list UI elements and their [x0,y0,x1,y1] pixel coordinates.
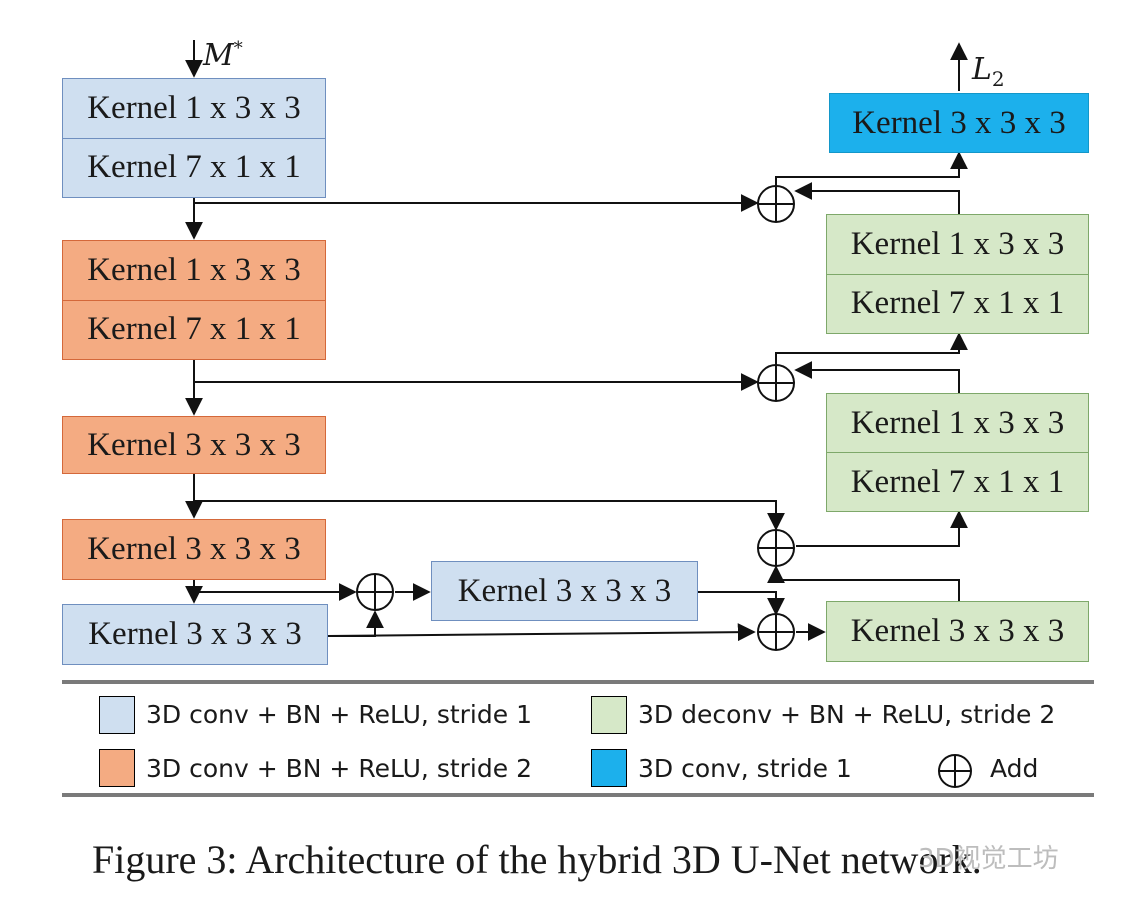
decoder-block-3: Kernel 1 x 3 x 3 Kernel 7 x 1 x 1 [826,393,1089,512]
block-label: Kernel 7 x 1 x 1 [827,452,1088,511]
legend-label-conv-s2: 3D conv + BN + ReLU, stride 2 [146,754,532,783]
dec1-to-add3 [767,565,960,601]
block-label: Kernel 3 x 3 x 3 [852,104,1066,141]
add3-to-dec3 [796,510,968,547]
add-node-4 [757,613,795,651]
block-label: Kernel 3 x 3 x 3 [457,572,672,609]
legend-label-add: Add [990,754,1039,783]
block-label: Kernel 7 x 1 x 1 [63,137,325,198]
dec3-to-add2 [794,361,960,393]
add-node-1 [757,185,795,223]
block-label: Kernel 1 x 3 x 3 [850,225,1065,262]
output-label: L2 [972,52,1005,91]
legend-swatch-conv-plain [591,749,627,787]
legend-swatch-conv-s2 [99,749,135,787]
encoder-block-3: Kernel 3 x 3 x 3 [62,416,326,474]
encoder-block-1: Kernel 1 x 3 x 3 Kernel 7 x 1 x 1 [62,78,326,198]
enc5-to-add4 [327,623,756,642]
block-label: Kernel 3 x 3 x 3 [850,613,1065,649]
block-label: Kernel 1 x 3 x 3 [87,89,301,126]
legend-label-deconv-s2: 3D deconv + BN + ReLU, stride 2 [638,700,1056,729]
encoder-block-5: Kernel 3 x 3 x 3 [62,604,328,665]
middle-block: Kernel 3 x 3 x 3 [431,561,698,621]
watermark: 3D视觉工坊 [918,844,1059,874]
block-label: Kernel 3 x 3 x 3 [87,531,301,567]
block-label: Kernel 1 x 3 x 3 [87,251,301,288]
legend-swatch-conv-s1 [99,696,135,734]
legend-top-rule [62,680,1094,684]
add2-to-dec2 [775,332,968,365]
legend-swatch-deconv-s2 [591,696,627,734]
block-label: Kernel 3 x 3 x 3 [87,426,301,463]
decoder-block-1: Kernel 3 x 3 x 3 [826,601,1089,662]
skip-enc3 [194,500,785,531]
mid-to-add4 [698,591,785,616]
block-label: Kernel 7 x 1 x 1 [63,299,325,360]
encoder-block-2: Kernel 1 x 3 x 3 Kernel 7 x 1 x 1 [62,240,326,360]
input-label: M* [203,38,243,73]
legend-add-icon [938,754,972,788]
dec2-to-add1 [794,182,960,214]
add-node-3 [757,529,795,567]
add-node-small [356,573,394,611]
block-label: Kernel 3 x 3 x 3 [88,616,302,652]
figure-caption: Figure 3: Architecture of the hybrid 3D … [92,837,982,882]
add-node-2 [757,364,795,402]
decoder-block-2: Kernel 1 x 3 x 3 Kernel 7 x 1 x 1 [826,214,1089,334]
block-label: Kernel 1 x 3 x 3 [850,404,1065,441]
legend-bottom-rule [62,793,1094,797]
block-label: Kernel 7 x 1 x 1 [827,273,1088,334]
enc5-to-add-small [328,610,384,637]
legend-label-conv-plain: 3D conv, stride 1 [638,754,852,783]
add1-to-out [775,151,968,186]
legend-label-conv-s1: 3D conv + BN + ReLU, stride 1 [146,700,532,729]
output-block: Kernel 3 x 3 x 3 [829,93,1089,153]
encoder-block-4: Kernel 3 x 3 x 3 [62,519,326,580]
